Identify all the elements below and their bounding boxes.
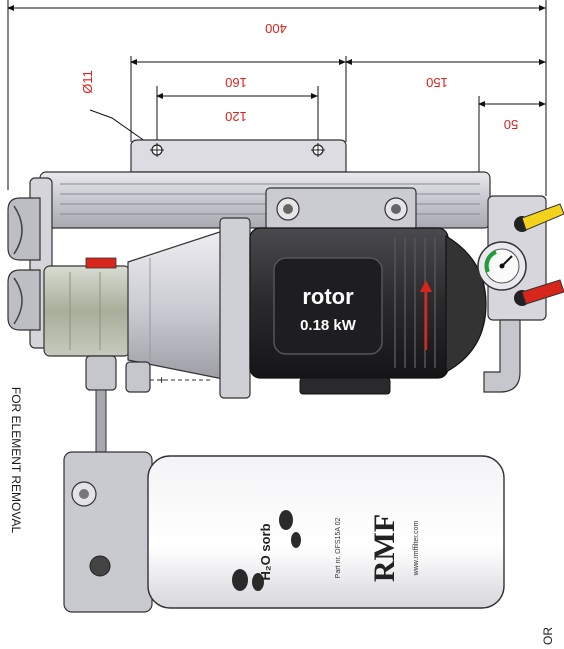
pressure-gauge-icon xyxy=(477,241,527,291)
filter-maker-logo: RMF xyxy=(368,514,401,582)
inlet-connector xyxy=(7,197,41,261)
filter-cartridge: H₂O sorb Part nr. OFS15A 02 RMF www.rmff… xyxy=(147,455,505,609)
left-side-label: FOR ELEMENT REMOVAL xyxy=(9,387,23,534)
motor-brand-label: rotor xyxy=(302,284,354,309)
dim-hole-pitch-label: 120 xyxy=(225,109,247,124)
electric-motor: rotor 0.18 kW xyxy=(249,227,487,395)
mount-hole-left xyxy=(150,143,164,157)
rotation-arrow-icon xyxy=(420,280,432,350)
yellow-lever-icon xyxy=(514,203,564,232)
mount-hole-right xyxy=(311,143,325,157)
outlet-connector xyxy=(7,269,41,331)
motor-power-label: 0.18 kW xyxy=(300,317,357,334)
motor-terminal-box: rotor 0.18 kW xyxy=(273,257,383,355)
valve-block xyxy=(477,195,564,393)
motor-top-bracket xyxy=(265,187,417,231)
filter-website: www.rmffilter.com xyxy=(413,520,420,576)
dimension-lines xyxy=(7,0,547,196)
filter-part-number: Part nr. OFS15A 02 xyxy=(335,518,342,579)
dim-overall-label: 400 xyxy=(265,21,287,36)
right-side-label: OR xyxy=(541,627,555,645)
motor-flange xyxy=(219,217,251,399)
filter-brand-label: H₂O sorb xyxy=(258,523,273,580)
dim-right-span-label: 150 xyxy=(426,75,448,90)
vent-plus-icon: + xyxy=(158,373,165,387)
mounting-bracket xyxy=(130,139,347,173)
dim-side-offset-label: 50 xyxy=(504,117,518,132)
dim-mount-span-label: 160 xyxy=(225,75,247,90)
dim-hole-diameter-label: Ø11 xyxy=(80,70,95,94)
water-drop-icon xyxy=(232,510,301,591)
red-lever-icon xyxy=(514,279,564,306)
pump-coupling xyxy=(43,257,131,357)
filter-head xyxy=(63,451,153,613)
